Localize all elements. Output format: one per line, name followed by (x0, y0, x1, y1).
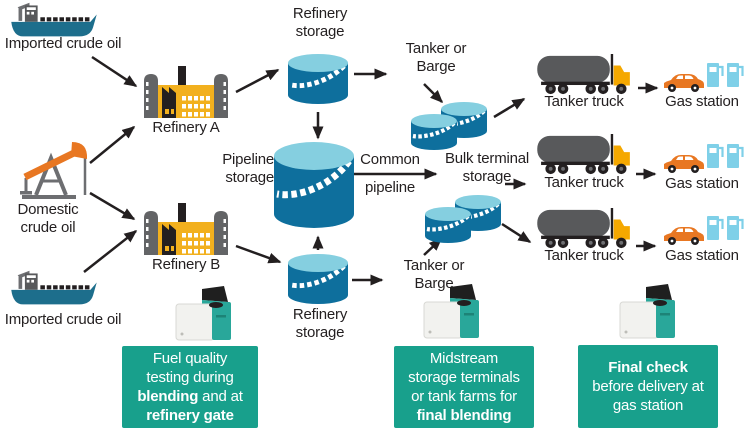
callout-line: or tank farms for (411, 388, 517, 405)
final-check-callout: Final check before delivery at gas stati… (578, 345, 718, 428)
callout-line: blending and at (137, 388, 243, 405)
domestic-crude-oil-label: Domestic crude oil (17, 201, 79, 236)
imported-crude-oil-bottom-label: Imported crude oil (4, 311, 122, 328)
car-icon (663, 70, 705, 93)
callout-line: gas station (612, 397, 684, 414)
flow-arrow (235, 68, 280, 94)
flow-arrow (89, 191, 136, 221)
cargo-ship-icon (6, 268, 102, 308)
storage-tank-pair-icon (424, 195, 504, 245)
tanker-or-barge-top-label: Tanker or Barge (405, 40, 467, 75)
storage-tank-pair-icon (410, 102, 490, 152)
fuel-testing-device-icon (616, 284, 680, 342)
gas-station-label: Gas station (665, 175, 739, 192)
midstream-testing-callout: Midstream storage terminals or tank farm… (394, 346, 534, 428)
pipeline-storage-label: Pipeline storage (222, 151, 274, 186)
fuel-testing-device-icon (172, 286, 236, 344)
tanker-truck-icon (535, 54, 635, 96)
tanker-or-barge-bottom-label: Tanker or Barge (403, 257, 465, 292)
oil-pump-jack-icon (14, 136, 90, 200)
fuel-pump-icon (707, 214, 745, 242)
refinery-icon (142, 66, 230, 118)
callout-line: final blending (416, 407, 512, 424)
car-icon (663, 223, 705, 246)
car-icon (663, 151, 705, 174)
refinery-b-label: Refinery B (151, 256, 221, 273)
flow-arrow (235, 244, 282, 264)
storage-tank-icon (272, 140, 356, 232)
common-pipeline-label-word1: Common (360, 151, 420, 168)
tanker-truck-icon (535, 208, 635, 250)
callout-line: Final check (608, 359, 688, 376)
callout-line: Fuel quality (152, 350, 228, 367)
callout-line: storage terminals (408, 369, 520, 386)
callout-line: before delivery at (592, 378, 704, 395)
common-pipeline-label-word2: pipeline (364, 179, 416, 196)
tanker-truck-label: Tanker truck (544, 247, 624, 264)
flow-arrow (493, 97, 526, 119)
flow-arrow (423, 83, 444, 104)
refinery-testing-callout: Fuel quality testing during blending and… (122, 346, 258, 428)
callout-line: Midstream (429, 350, 499, 367)
flow-arrow (91, 55, 138, 88)
storage-tank-icon (286, 52, 350, 106)
tanker-truck-label: Tanker truck (544, 174, 624, 191)
imported-crude-oil-top-label: Imported crude oil (4, 35, 122, 52)
cargo-ship-icon (6, 0, 102, 40)
gas-station-label: Gas station (665, 93, 739, 110)
callout-line: testing during (146, 369, 234, 386)
tanker-truck-icon (535, 134, 635, 176)
flow-arrow (89, 126, 136, 164)
tanker-truck-label: Tanker truck (544, 93, 624, 110)
flow-arrow (501, 222, 532, 244)
fuel-pump-icon (707, 142, 745, 170)
fuel-pump-icon (707, 61, 745, 89)
bulk-terminal-storage-label: Bulk terminal storage (444, 150, 530, 185)
flow-arrow (83, 230, 138, 273)
refinery-a-label: Refinery A (152, 119, 220, 136)
storage-tank-icon (286, 252, 350, 306)
callout-line: refinery gate (146, 407, 234, 424)
gas-station-label: Gas station (665, 247, 739, 264)
fuel-testing-device-icon (420, 284, 484, 342)
refinery-storage-top-label: Refinery storage (292, 5, 348, 40)
refinery-icon (142, 203, 230, 255)
refinery-storage-bottom-label: Refinery storage (292, 306, 348, 341)
